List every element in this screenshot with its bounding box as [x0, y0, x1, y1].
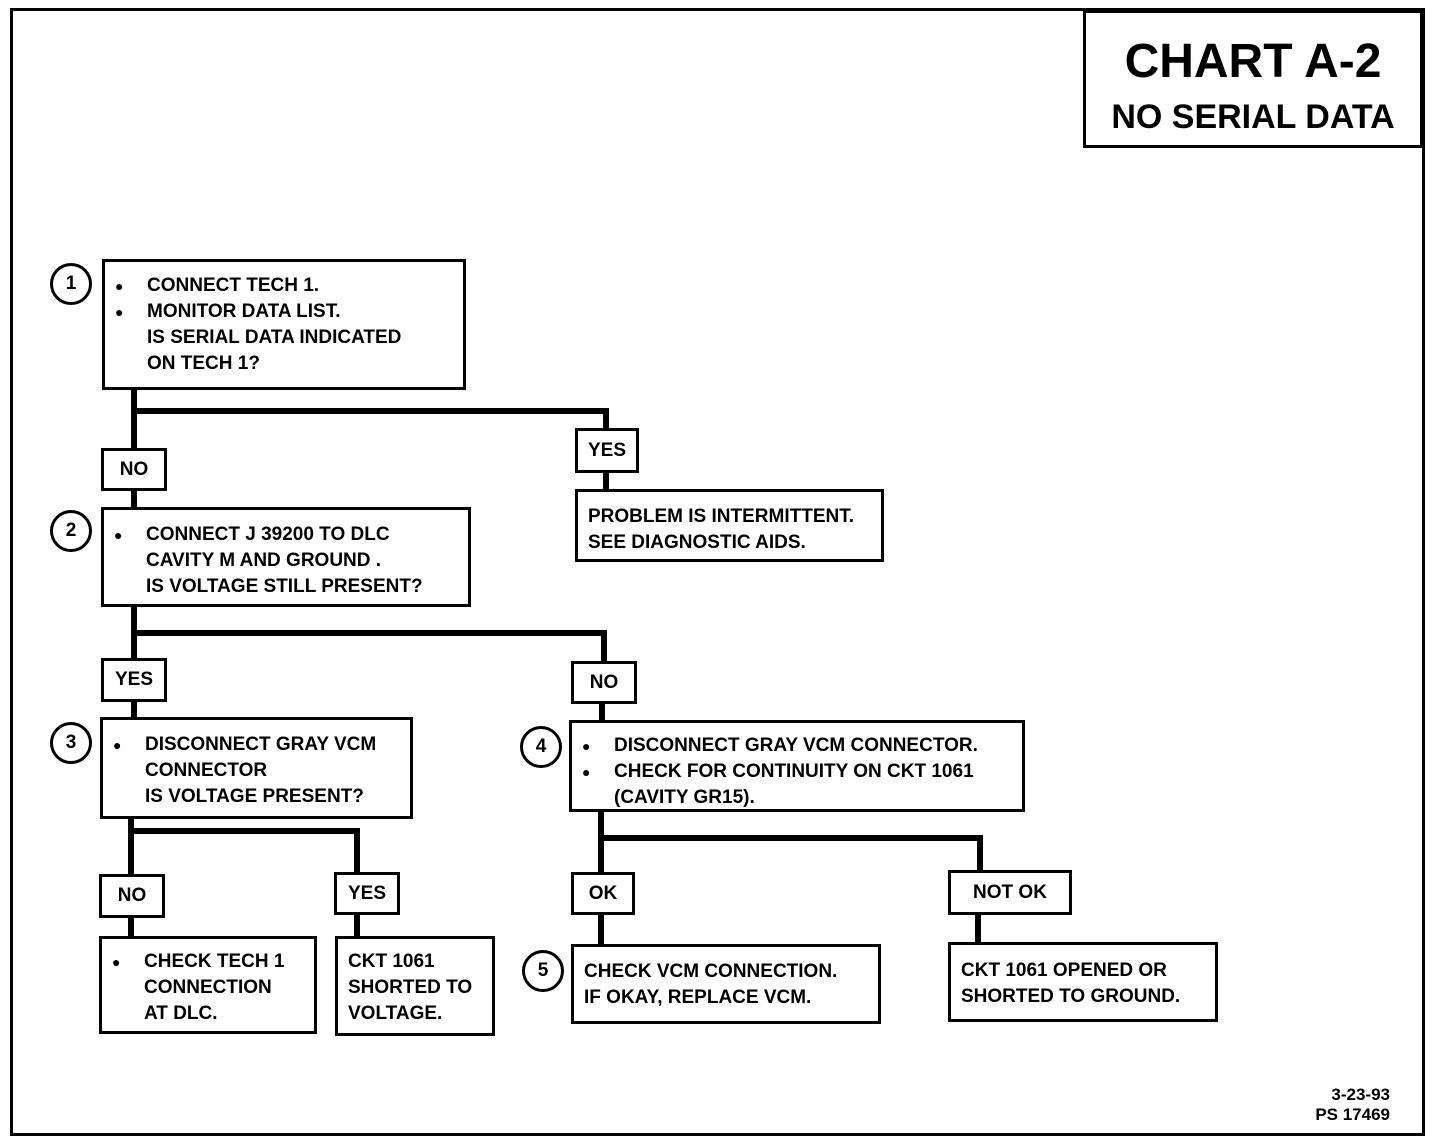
chart-subtitle: NO SERIAL DATA: [1111, 98, 1395, 136]
step-5-line-1: CHECK VCM CONNECTION.: [584, 961, 838, 982]
step-2-yes-label: YES: [101, 658, 167, 702]
chart-title: CHART A-2: [1124, 35, 1382, 88]
result-check-tech1-bullet: CHECK TECH 1: [102, 949, 314, 975]
result-opened-shorted-line-2: SHORTED TO GROUND.: [961, 986, 1181, 1007]
result-opened-shorted-line-1: CKT 1061 OPENED OR: [961, 960, 1167, 981]
step-3-bullet-1: DISCONNECT GRAY VCM: [103, 732, 410, 758]
step-3-number: 3: [50, 722, 92, 764]
result-intermittent-line-2: SEE DIAGNOSTIC AIDS.: [588, 532, 806, 553]
wire-s3-down: [128, 816, 134, 876]
wire-s2-branch: [131, 630, 607, 636]
step-3-question-2: IS VOLTAGE PRESENT?: [145, 786, 364, 807]
step-5-box: CHECK VCM CONNECTION. IF OKAY, REPLACE V…: [571, 944, 881, 1024]
step-4-box: DISCONNECT GRAY VCM CONNECTOR. CHECK FOR…: [569, 720, 1025, 812]
step-3-no-label: NO: [99, 874, 165, 918]
wire-s2-yes-to-s3: [131, 698, 137, 720]
step-1-bullet-1: CONNECT TECH 1.: [105, 273, 463, 299]
result-check-tech1-box: CHECK TECH 1 CONNECTION AT DLC.: [99, 936, 317, 1034]
step-2-question-1: CAVITY M AND GROUND .: [146, 550, 382, 571]
wire-s1-no-to-s2: [131, 488, 137, 510]
step-1-no-label: NO: [101, 448, 167, 491]
wire-s3-yes-down: [354, 828, 360, 874]
page-frame: [10, 8, 1425, 1136]
step-1-box: CONNECT TECH 1. MONITOR DATA LIST. IS SE…: [102, 259, 466, 390]
result-shorted-voltage-line-3: VOLTAGE.: [348, 1003, 443, 1024]
footer-code: PS 17469: [1315, 1105, 1390, 1124]
wire-s4-ok-to-s5: [598, 910, 604, 946]
step-4-number: 4: [520, 726, 562, 768]
result-shorted-voltage-box: CKT 1061 SHORTED TO VOLTAGE.: [335, 936, 495, 1036]
step-1-question-1: IS SERIAL DATA INDICATED: [147, 327, 402, 348]
step-2-no-label: NO: [571, 661, 637, 704]
wire-s3-branch: [128, 828, 360, 834]
step-4-question-1: (CAVITY GR15).: [614, 787, 755, 808]
step-2-number: 2: [50, 510, 92, 552]
wire-s1-down: [131, 388, 137, 450]
step-4-ok-label: OK: [571, 872, 635, 915]
wire-s1-yes-to-result: [603, 470, 609, 492]
result-shorted-voltage-line-1: CKT 1061: [348, 951, 435, 972]
step-1-bullet-2: MONITOR DATA LIST.: [105, 299, 463, 325]
step-1-number: 1: [50, 263, 92, 305]
wire-s3-no-to-result: [128, 914, 134, 938]
result-check-tech1-line-2: CONNECTION: [144, 977, 272, 998]
chart-title-box: CHART A-2 NO SERIAL DATA: [1083, 10, 1423, 148]
step-4-bullet-2: CHECK FOR CONTINUITY ON CKT 1061: [572, 759, 1022, 785]
wire-s4-notok-down: [977, 835, 983, 871]
result-check-tech1-line-3: AT DLC.: [144, 1003, 218, 1024]
step-3-box: DISCONNECT GRAY VCM CONNECTOR IS VOLTAGE…: [100, 717, 413, 819]
wire-s3-yes-to-result: [354, 910, 360, 938]
step-2-bullet-1: CONNECT J 39200 TO DLC: [104, 522, 468, 548]
step-3-yes-label: YES: [334, 872, 400, 915]
wire-s4-down: [598, 808, 604, 874]
wire-s2-no-to-s4: [599, 700, 605, 724]
step-3-question-1: CONNECTOR: [145, 760, 268, 781]
result-intermittent-box: PROBLEM IS INTERMITTENT. SEE DIAGNOSTIC …: [575, 489, 884, 562]
wire-s2-no-down: [601, 630, 607, 664]
wire-s1-yes-down: [603, 408, 609, 430]
footer-reference: 3-23-93 PS 17469: [1315, 1085, 1390, 1125]
step-1-question-2: ON TECH 1?: [147, 353, 260, 374]
result-shorted-voltage-line-2: SHORTED TO: [348, 977, 473, 998]
step-2-question-2: IS VOLTAGE STILL PRESENT?: [146, 576, 423, 597]
result-opened-shorted-box: CKT 1061 OPENED OR SHORTED TO GROUND.: [948, 942, 1218, 1022]
wire-s1-branch: [131, 408, 609, 414]
step-5-line-2: IF OKAY, REPLACE VCM.: [584, 987, 812, 1008]
step-2-box: CONNECT J 39200 TO DLC CAVITY M AND GROU…: [101, 507, 471, 607]
footer-date: 3-23-93: [1331, 1085, 1390, 1104]
step-4-not-ok-label: NOT OK: [948, 870, 1072, 915]
step-1-yes-label: YES: [575, 428, 639, 473]
wire-s4-branch: [598, 835, 983, 841]
step-5-number: 5: [522, 950, 564, 992]
wire-s4-notok-to-result: [975, 912, 981, 946]
step-4-bullet-1: DISCONNECT GRAY VCM CONNECTOR.: [572, 733, 1022, 759]
result-intermittent-line-1: PROBLEM IS INTERMITTENT.: [588, 506, 854, 527]
